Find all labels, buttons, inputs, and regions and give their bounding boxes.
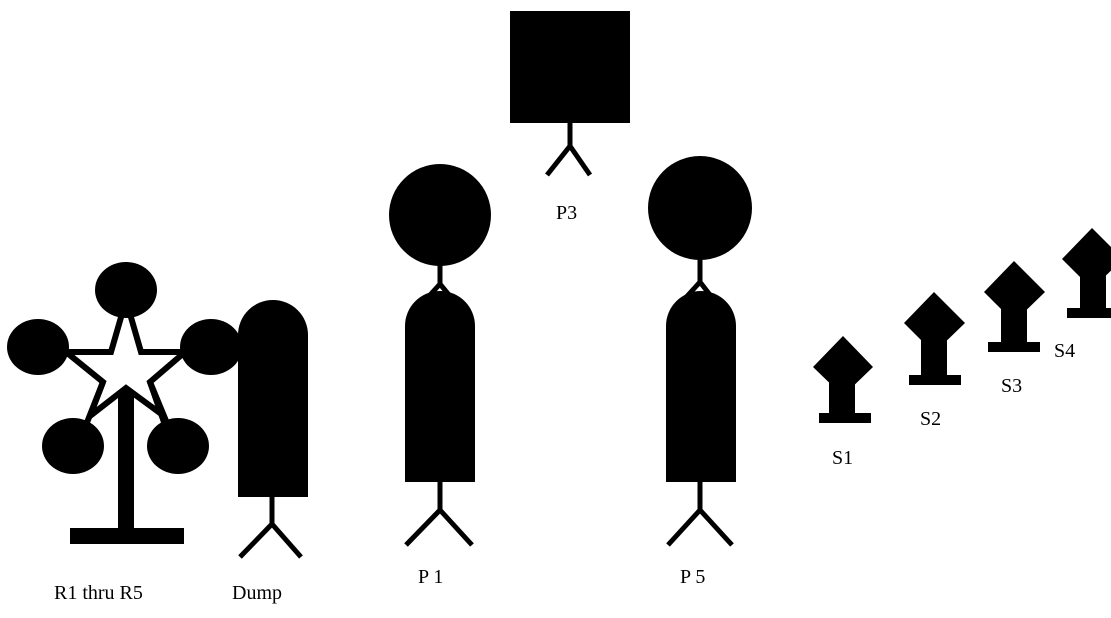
receptor-circle-left [7, 319, 69, 375]
receptor-star-group [7, 262, 242, 544]
receptor-circle-bottom-left [42, 418, 104, 474]
label-s1: S1 [832, 447, 854, 469]
p5-shape [666, 291, 736, 547]
label-s2: S2 [920, 408, 942, 430]
receptor-circle-bottom-right [147, 418, 209, 474]
p1-shape [404, 291, 475, 547]
receptor-star [57, 289, 194, 425]
label-p2: P 2 [420, 327, 446, 349]
label-s4: S4 [1054, 340, 1076, 362]
label-p1: P 1 [418, 566, 444, 588]
s2-shape [904, 292, 965, 385]
label-p3: P3 [556, 202, 578, 224]
receptor-circle-right [180, 319, 242, 375]
receptor-circle-top [95, 262, 157, 318]
s1-shape [813, 336, 873, 423]
label-s3: S3 [1001, 375, 1023, 397]
p4-shape [648, 156, 752, 306]
label-p5: P 5 [680, 566, 706, 588]
dump-shape [238, 300, 308, 559]
s3-shape [984, 261, 1045, 352]
label-dump: Dump [232, 582, 282, 604]
receptor-stand [70, 380, 184, 544]
s4-shape [1062, 228, 1111, 318]
p3-shape [510, 11, 630, 177]
p2-shape [389, 164, 491, 308]
label-receptors: R1 thru R5 [54, 582, 143, 604]
label-p4: P 4 [682, 327, 708, 349]
